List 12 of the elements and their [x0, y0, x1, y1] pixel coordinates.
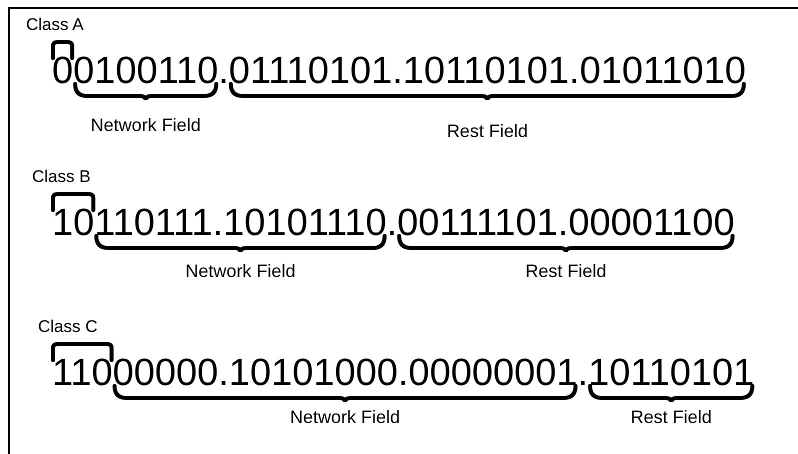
binary-address: 11000000.10101000.00000001.10110101 [52, 354, 754, 392]
field-label: Rest Field [525, 262, 606, 280]
field-label: Network Field [90, 116, 201, 134]
class-label: Class A [26, 16, 84, 33]
class-label: Class B [32, 168, 91, 185]
field-label: Rest Field [630, 408, 712, 426]
binary-address: 10110111.10101110.00111101.00001100 [52, 204, 735, 242]
field-label: Network Field [185, 262, 296, 280]
class-label: Class C [38, 318, 98, 335]
binary-address: 00100110.01110101.10110101.01011010 [52, 52, 746, 90]
field-label: Network Field [290, 408, 400, 426]
field-label: Rest Field [446, 122, 528, 140]
